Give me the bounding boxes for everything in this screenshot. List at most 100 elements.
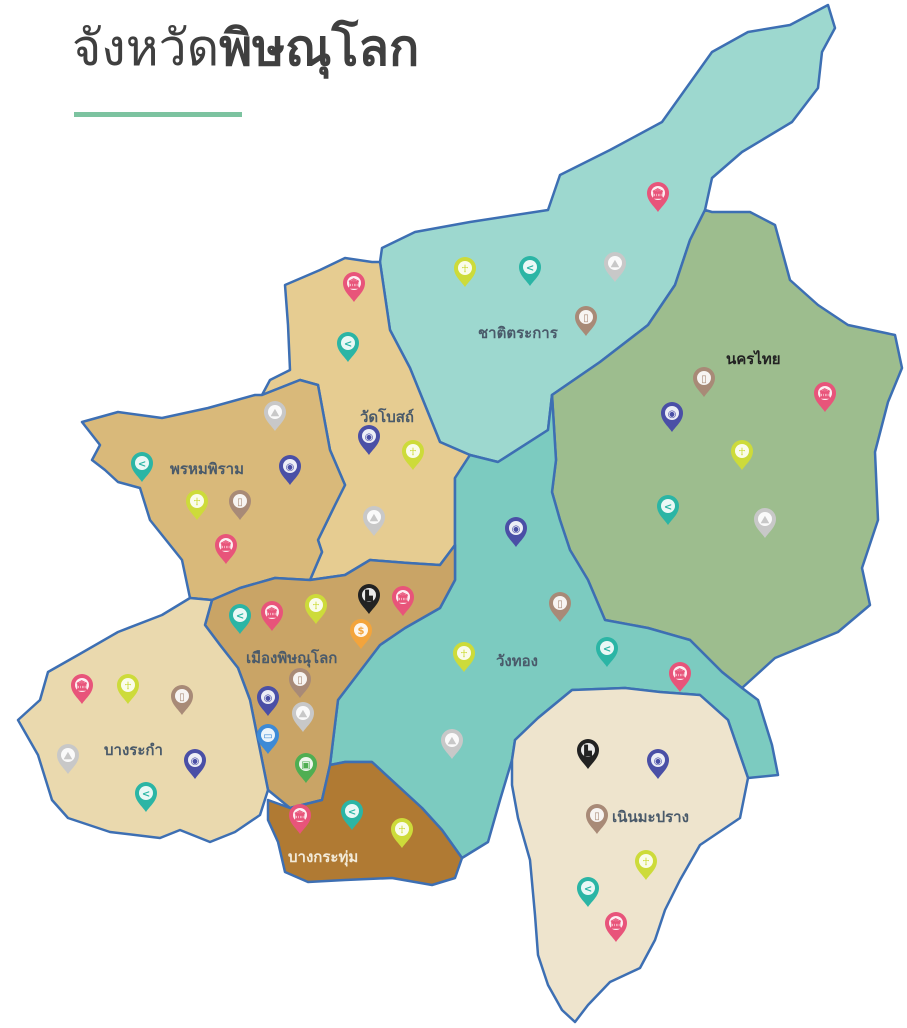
community-pin-icon[interactable]: ◉ bbox=[647, 749, 669, 779]
pin-inner bbox=[651, 753, 665, 767]
culture-glyph-icon: ☥ bbox=[193, 497, 200, 508]
culture-pin-icon[interactable]: ☥ bbox=[635, 850, 657, 880]
community-glyph-icon: ◉ bbox=[286, 462, 295, 473]
title-underline bbox=[74, 112, 242, 117]
culture-pin-icon[interactable]: ☥ bbox=[454, 257, 476, 287]
share-pin-icon[interactable]: < bbox=[131, 452, 153, 482]
pin-inner bbox=[362, 588, 376, 602]
market-pin-icon[interactable]: $ bbox=[350, 619, 372, 649]
temple-pin-icon[interactable]: 🏛 bbox=[814, 382, 836, 412]
temple-pin-icon[interactable]: 🏛 bbox=[647, 182, 669, 212]
nature-glyph-icon: ⛰ bbox=[610, 259, 620, 270]
pin-inner bbox=[579, 310, 593, 324]
pin-inner bbox=[261, 728, 275, 742]
industry-pin-icon[interactable]: ▙ bbox=[358, 584, 380, 614]
pin-inner bbox=[445, 733, 459, 747]
heritage-pin-icon[interactable]: ▯ bbox=[549, 592, 571, 622]
culture-pin-icon[interactable]: ☥ bbox=[391, 818, 413, 848]
temple-pin-icon[interactable]: 🏛 bbox=[261, 601, 283, 631]
share-pin-icon[interactable]: < bbox=[341, 800, 363, 830]
pin-inner bbox=[639, 854, 653, 868]
nature-pin-icon[interactable]: ⛰ bbox=[57, 744, 79, 774]
community-pin-icon[interactable]: ◉ bbox=[661, 402, 683, 432]
temple-pin-icon[interactable]: 🏛 bbox=[71, 674, 93, 704]
temple-pin-icon[interactable]: 🏛 bbox=[289, 804, 311, 834]
nature-glyph-icon: ⛰ bbox=[369, 513, 379, 524]
heritage-pin-icon[interactable]: ▯ bbox=[586, 804, 608, 834]
nature-pin-icon[interactable]: ⛰ bbox=[604, 252, 626, 282]
share-pin-icon[interactable]: < bbox=[337, 332, 359, 362]
nature-pin-icon[interactable]: ⛰ bbox=[292, 702, 314, 732]
nature-pin-icon[interactable]: ⛰ bbox=[264, 401, 286, 431]
culture-pin-icon[interactable]: ☥ bbox=[402, 440, 424, 470]
district-bang-rakam[interactable] bbox=[16, 596, 270, 844]
pin-inner bbox=[233, 494, 247, 508]
district-noen-maprang[interactable] bbox=[510, 686, 750, 1024]
share-pin-icon[interactable]: < bbox=[229, 604, 251, 634]
school-pin-icon[interactable]: ▣ bbox=[295, 753, 317, 783]
pin-inner bbox=[75, 678, 89, 692]
pin-inner bbox=[190, 494, 204, 508]
heritage-glyph-icon: ▯ bbox=[297, 675, 303, 686]
pin-inner bbox=[219, 538, 233, 552]
temple-pin-icon[interactable]: 🏛 bbox=[215, 534, 237, 564]
heritage-pin-icon[interactable]: ▯ bbox=[575, 306, 597, 336]
pin-inner bbox=[362, 429, 376, 443]
temple-pin-icon[interactable]: 🏛 bbox=[605, 912, 627, 942]
community-pin-icon[interactable]: ◉ bbox=[358, 425, 380, 455]
culture-pin-icon[interactable]: ☥ bbox=[731, 440, 753, 470]
service-pin-icon[interactable]: ▭ bbox=[257, 724, 279, 754]
temple-glyph-icon: 🏛 bbox=[610, 918, 623, 930]
share-pin-icon[interactable]: < bbox=[657, 495, 679, 525]
community-pin-icon[interactable]: ◉ bbox=[184, 749, 206, 779]
community-pin-icon[interactable]: ◉ bbox=[505, 517, 527, 547]
nature-glyph-icon: ⛰ bbox=[447, 736, 457, 747]
map-markers: 🏛 ☥ < ⛰ ▯ ▯ 🏛 ◉ ☥ < ⛰ 🏛 < ◉ ☥ ⛰ ⛰ < ◉ ☥ … bbox=[57, 182, 836, 942]
share-pin-icon[interactable]: < bbox=[519, 256, 541, 286]
pin-inner bbox=[661, 499, 675, 513]
nature-pin-icon[interactable]: ⛰ bbox=[754, 508, 776, 538]
nature-pin-icon[interactable]: ⛰ bbox=[441, 729, 463, 759]
heritage-pin-icon[interactable]: ▯ bbox=[289, 668, 311, 698]
label-nakhon-thai: นครไทย bbox=[726, 349, 781, 368]
heritage-pin-icon[interactable]: ▯ bbox=[171, 685, 193, 715]
heritage-pin-icon[interactable]: ▯ bbox=[229, 490, 251, 520]
culture-pin-icon[interactable]: ☥ bbox=[453, 642, 475, 672]
culture-glyph-icon: ☥ bbox=[642, 857, 649, 868]
pin-inner bbox=[581, 881, 595, 895]
culture-glyph-icon: ☥ bbox=[409, 447, 416, 458]
industry-pin-icon[interactable]: ▙ bbox=[577, 739, 599, 769]
label-bang-rakam: บางระกำ bbox=[104, 741, 163, 759]
share-pin-icon[interactable]: < bbox=[596, 637, 618, 667]
community-pin-icon[interactable]: ◉ bbox=[279, 455, 301, 485]
culture-glyph-icon: ☥ bbox=[398, 825, 405, 836]
temple-pin-icon[interactable]: 🏛 bbox=[669, 662, 691, 692]
pin-inner bbox=[139, 786, 153, 800]
school-glyph-icon: ▣ bbox=[301, 760, 310, 771]
district-bang-krathum[interactable] bbox=[266, 760, 464, 887]
pin-inner bbox=[261, 690, 275, 704]
temple-pin-icon[interactable]: 🏛 bbox=[392, 586, 414, 616]
pin-inner bbox=[818, 386, 832, 400]
pin-inner bbox=[735, 444, 749, 458]
heritage-pin-icon[interactable]: ▯ bbox=[693, 367, 715, 397]
nature-pin-icon[interactable]: ⛰ bbox=[363, 506, 385, 536]
pin-inner bbox=[673, 666, 687, 680]
community-pin-icon[interactable]: ◉ bbox=[257, 686, 279, 716]
share-glyph-icon: < bbox=[603, 644, 611, 655]
share-glyph-icon: < bbox=[526, 263, 534, 274]
share-pin-icon[interactable]: < bbox=[135, 782, 157, 812]
culture-pin-icon[interactable]: ☥ bbox=[117, 674, 139, 704]
label-wang-thong: วังทอง bbox=[496, 652, 538, 670]
pin-inner bbox=[581, 743, 595, 757]
pin-inner bbox=[651, 186, 665, 200]
heritage-glyph-icon: ▯ bbox=[594, 811, 600, 822]
culture-pin-icon[interactable]: ☥ bbox=[186, 490, 208, 520]
district-phrom-phiram[interactable] bbox=[80, 378, 347, 602]
share-glyph-icon: < bbox=[348, 807, 356, 818]
pin-inner bbox=[293, 808, 307, 822]
culture-pin-icon[interactable]: ☥ bbox=[305, 594, 327, 624]
share-pin-icon[interactable]: < bbox=[577, 877, 599, 907]
temple-pin-icon[interactable]: 🏛 bbox=[343, 272, 365, 302]
